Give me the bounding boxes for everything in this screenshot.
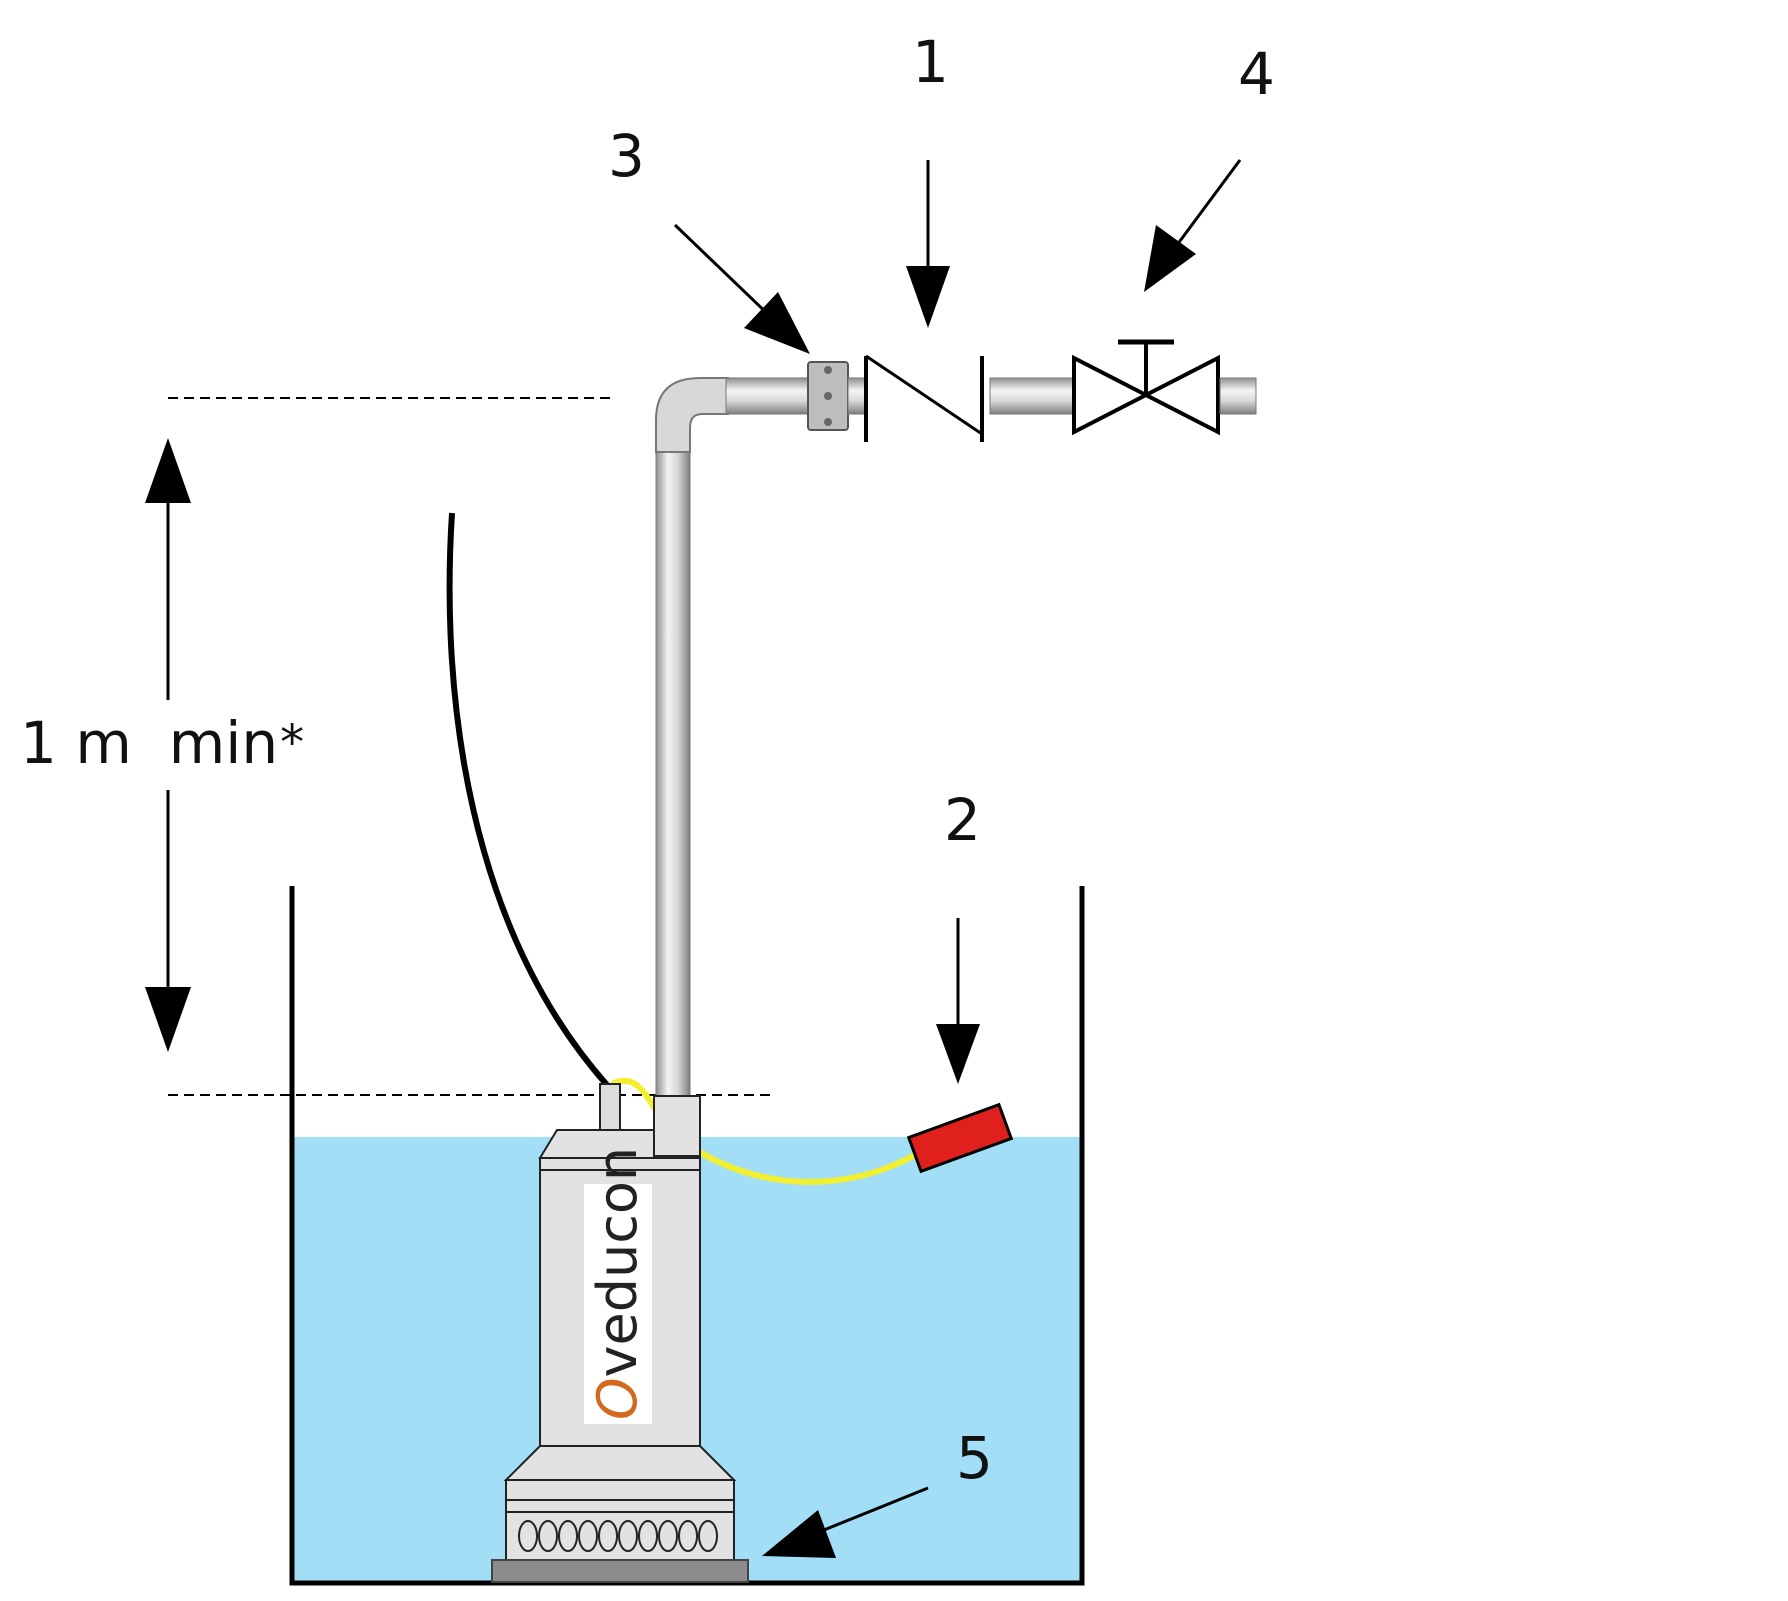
callout-label-4: 4 <box>1238 40 1275 108</box>
callout-arrow-5 <box>762 1486 929 1558</box>
discharge-pipe-horizontal <box>725 377 809 415</box>
outlet-pipe <box>1219 377 1257 415</box>
brand-name: veducon <box>586 1147 649 1378</box>
callout-label-2: 2 <box>944 786 981 854</box>
dimension-label: 1 m min* <box>20 709 304 777</box>
pipe-segment-middle <box>989 377 1075 415</box>
pump-inlet-section <box>505 1479 735 1561</box>
pipe-flange <box>807 361 867 431</box>
power-cable <box>446 512 610 1087</box>
dimension-asterisk: * <box>280 715 304 771</box>
gate-valve-symbol <box>1072 339 1220 436</box>
pump-lower-housing <box>503 1445 737 1481</box>
callout-label-3: 3 <box>608 122 645 190</box>
pump-base-plate <box>491 1559 749 1583</box>
callout-arrow-4 <box>1144 159 1242 292</box>
brand-plate <box>584 1184 652 1424</box>
brand-logo: Oveducon <box>586 1147 649 1420</box>
check-valve-symbol <box>864 354 984 442</box>
callout-arrow-2 <box>936 918 980 1084</box>
float-switch <box>906 1102 1014 1174</box>
height-dimension-arrow <box>145 438 191 1052</box>
brand-initial: O <box>586 1377 649 1420</box>
submersible-pump: Oveducon <box>491 1083 749 1583</box>
cable-gland <box>599 1083 621 1135</box>
pipe-elbow <box>655 377 729 453</box>
callout-arrow-3 <box>673 223 810 354</box>
discharge-pipe-vertical <box>655 449 691 1099</box>
callout-label-5: 5 <box>956 1424 993 1492</box>
inlet-strainer-holes <box>518 1520 718 1552</box>
pump-discharge-port <box>653 1095 701 1157</box>
callout-arrow-1 <box>906 160 950 328</box>
callout-label-1: 1 <box>912 28 949 96</box>
